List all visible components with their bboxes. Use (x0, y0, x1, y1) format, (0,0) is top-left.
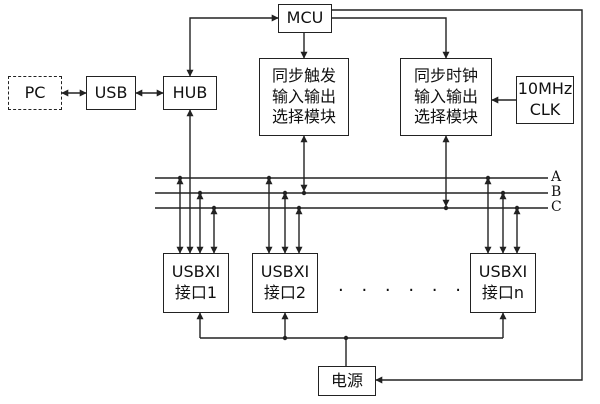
mcu-clock-link (332, 17, 450, 59)
bus-label-b: B (551, 184, 562, 200)
pc-block: PC (8, 76, 62, 110)
usbxi-interface-2: USBXI 接口2 (252, 253, 318, 313)
bus-label-a: A (551, 169, 562, 185)
mcu-hub-link (186, 14, 279, 77)
usb-block: USB (86, 76, 136, 110)
mcu-power-link (332, 9, 583, 384)
sync-clock-module: 同步时钟 输入输出 选择模块 (400, 58, 492, 136)
bus-label-c: C (551, 199, 562, 215)
mcu-block: MCU (278, 4, 332, 33)
sync-trigger-module: 同步触发 输入输出 选择模块 (259, 58, 349, 136)
usbxi-interface-1: USBXI 接口1 (163, 253, 229, 313)
clk-10mhz-block: 10MHz CLK (516, 76, 574, 124)
power-block: 电源 (318, 366, 376, 396)
interface-ellipsis: · · · · · · (338, 280, 467, 301)
hub-block: HUB (163, 76, 217, 110)
usbxi-interface-n: USBXI 接口n (470, 253, 536, 313)
